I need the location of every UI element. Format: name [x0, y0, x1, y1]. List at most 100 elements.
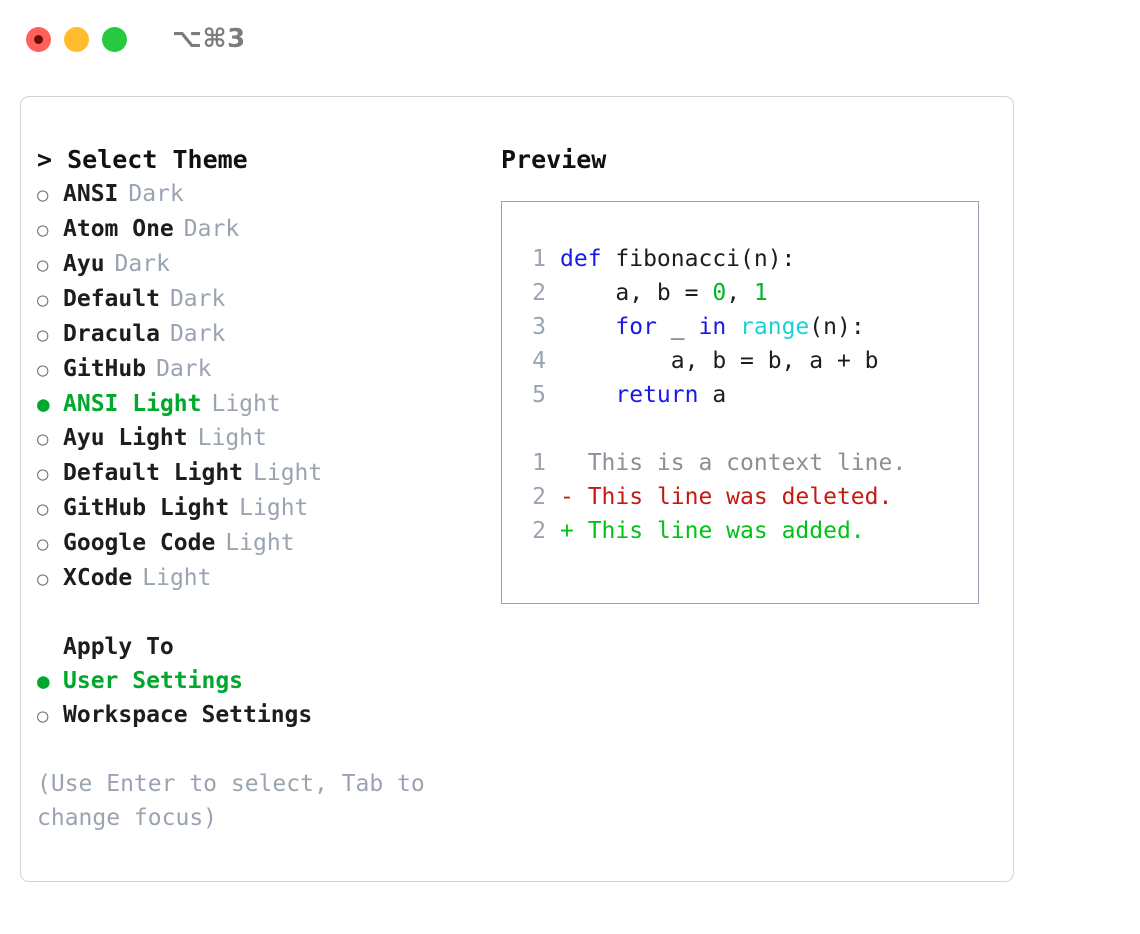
radio-unselected-icon: ○ — [37, 463, 49, 485]
code-token — [560, 382, 615, 408]
code-token: return — [615, 382, 699, 408]
theme-option[interactable]: ○ GitHub Dark — [37, 352, 483, 387]
theme-option-variant: Dark — [169, 321, 226, 347]
code-token: in — [698, 314, 727, 340]
code-token: 0 — [712, 280, 727, 306]
code-token: def — [560, 246, 616, 272]
apply-to-heading: Apply To — [63, 634, 174, 660]
code-token: a — [698, 382, 727, 408]
radio-selected-icon: ● — [37, 669, 50, 693]
radio-unselected-icon: ○ — [37, 324, 49, 346]
code-line-number: 1 — [532, 246, 546, 272]
diff-line-number: 2 — [532, 518, 546, 544]
apply-to-list[interactable]: ● User Settings ○ Workspace Settings — [37, 664, 483, 733]
diff-line-number: 2 — [532, 484, 546, 510]
theme-option-label: GitHub — [63, 356, 147, 382]
diff-line: 2+ This line was added. — [516, 514, 978, 548]
theme-option[interactable]: ○ ANSI Dark — [37, 177, 483, 212]
preview-heading: Preview — [501, 145, 607, 174]
code-token: _ — [656, 314, 699, 340]
select-theme-heading: > Select Theme — [37, 145, 248, 174]
keyboard-shortcut-label: ⌥⌘3 — [172, 24, 246, 54]
theme-option-variant: Dark — [183, 216, 240, 242]
code-line-text: a, b = b, a + b — [560, 344, 879, 378]
window-controls — [26, 26, 127, 52]
apply-to-option[interactable]: ● User Settings — [37, 664, 483, 698]
code-line-text: for _ in range(n): — [560, 310, 865, 344]
radio-unselected-icon: ○ — [37, 568, 49, 590]
apply-to-option-label: Workspace Settings — [63, 702, 313, 728]
radio-unselected-icon: ○ — [37, 533, 49, 555]
theme-option-label: Dracula — [63, 321, 160, 347]
code-token — [560, 314, 615, 340]
theme-option-label: XCode — [63, 565, 133, 591]
code-token: (n): — [809, 314, 865, 340]
theme-option-label: ANSI — [63, 181, 119, 207]
code-line: 5 return a — [516, 378, 978, 412]
radio-unselected-icon: ○ — [37, 219, 49, 241]
keyboard-hint-text: (Use Enter to select, Tab to change focu… — [37, 771, 425, 831]
radio-selected-icon: ● — [37, 392, 50, 416]
theme-option-variant: Light — [239, 495, 309, 521]
theme-option-label: Default — [63, 286, 160, 312]
titlebar: ⌥⌘3 — [0, 0, 1140, 78]
theme-option-variant: Dark — [128, 181, 184, 207]
code-line-number: 2 — [532, 280, 546, 306]
radio-unselected-icon: ○ — [37, 359, 49, 381]
code-line-number: 4 — [532, 348, 546, 374]
code-line-text: a, b = 0, 1 — [560, 276, 767, 310]
radio-unselected-icon: ○ — [37, 428, 49, 450]
code-line: 1 def fibonacci(n): — [516, 242, 978, 276]
code-token — [726, 314, 740, 340]
theme-option-variant: Light — [211, 391, 281, 417]
code-line: 4 a, b = b, a + b — [516, 344, 978, 378]
radio-unselected-icon: ○ — [37, 289, 49, 311]
theme-option-variant: Light — [225, 530, 295, 556]
code-token: for — [615, 314, 657, 340]
diff-marker: - — [560, 484, 588, 510]
theme-option[interactable]: ○ Default Dark — [37, 282, 483, 317]
theme-option[interactable]: ○ Dracula Dark — [37, 317, 483, 352]
theme-option-variant: Dark — [156, 356, 212, 382]
diff-sample: 1 This is a context line.2- This line wa… — [516, 446, 978, 548]
apply-to-option[interactable]: ○ Workspace Settings — [37, 698, 483, 733]
theme-option-label: GitHub Light — [63, 495, 230, 521]
theme-option-variant: Dark — [114, 251, 170, 277]
code-token: fibonacci(n): — [615, 246, 796, 272]
theme-option-variant: Light — [253, 460, 323, 486]
close-button[interactable] — [26, 26, 51, 52]
code-line-number: 3 — [532, 314, 546, 340]
theme-option-label: Default Light — [63, 460, 244, 486]
apply-to-option-label: User Settings — [63, 668, 244, 694]
theme-option[interactable]: ○ Atom One Dark — [37, 212, 483, 247]
theme-option-label: Google Code — [63, 530, 216, 556]
radio-unselected-icon: ○ — [37, 254, 49, 276]
radio-unselected-icon: ○ — [37, 705, 49, 727]
theme-option-variant: Dark — [169, 286, 226, 312]
diff-line-text: This line was deleted. — [587, 484, 893, 510]
theme-option[interactable]: ○ Default Light Light — [37, 456, 483, 491]
code-line: 3 for _ in range(n): — [516, 310, 978, 344]
maximize-button[interactable] — [102, 26, 127, 52]
code-token: range — [740, 314, 810, 340]
theme-option-label: Atom One — [63, 216, 174, 242]
code-line-number: 5 — [532, 382, 546, 408]
theme-option[interactable]: ○ Google Code Light — [37, 526, 483, 561]
code-token: a, b = — [560, 280, 713, 306]
radio-unselected-icon: ○ — [37, 184, 49, 206]
diff-line-text: This is a context line. — [587, 450, 907, 476]
code-diff-spacer — [516, 412, 978, 446]
diff-marker: + — [560, 518, 588, 544]
minimize-button[interactable] — [64, 26, 89, 52]
